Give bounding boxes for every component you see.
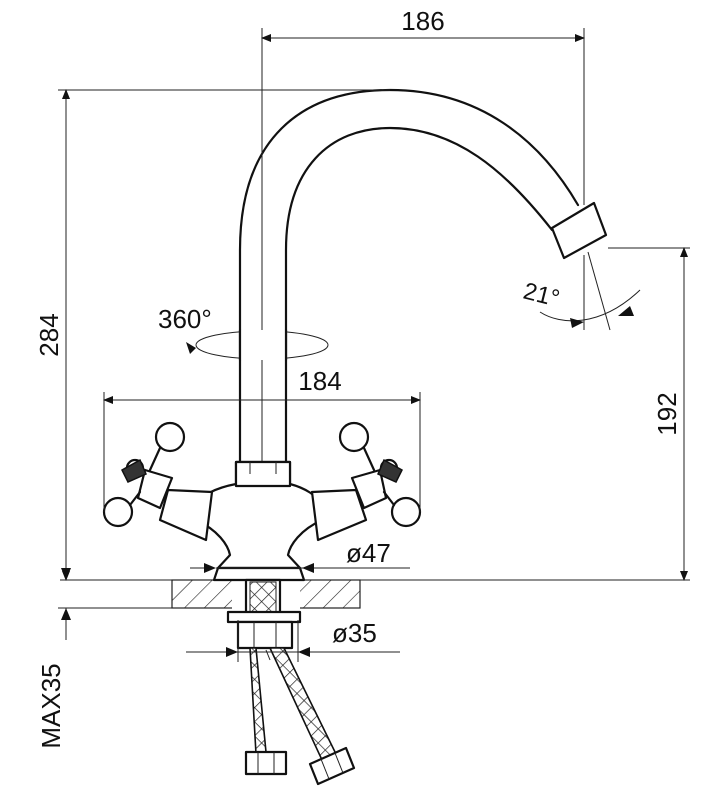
countertop [60, 578, 690, 610]
spout-tilt-label: 21° [521, 278, 563, 313]
spout-reach-label: 186 [401, 6, 444, 36]
mounting-shank [226, 578, 302, 650]
outlet-height-label: 192 [652, 392, 682, 435]
base-diameter-label: ø47 [346, 538, 391, 568]
swivel-angle-label: 360° [158, 304, 212, 334]
handle-span-label: 184 [298, 366, 341, 396]
faucet-body [194, 460, 324, 582]
left-handle [102, 421, 214, 542]
right-handle [310, 421, 422, 542]
max-thickness-label: MAX35 [36, 663, 66, 748]
swivel-indicator [186, 328, 329, 362]
dimension-spout-tilt: 21° [521, 251, 641, 331]
dimension-base-diameter: ø47 [190, 538, 410, 573]
dimension-shank-diameter: ø35 [186, 618, 400, 662]
dimension-spout-reach: 186 [261, 6, 585, 230]
right-hose-nut [308, 746, 356, 786]
total-height-label: 284 [34, 313, 64, 356]
dimension-handle-span: 184 [103, 366, 421, 512]
spout [238, 88, 608, 464]
dimension-max-thickness: MAX35 [36, 560, 172, 749]
dimension-outlet-height: 192 [608, 247, 690, 581]
shank-diameter-label: ø35 [332, 618, 377, 648]
flexible-hoses [244, 647, 356, 786]
dimension-total-height: 284 [34, 89, 390, 581]
left-hose-nut [244, 750, 288, 776]
aerator [550, 201, 608, 260]
